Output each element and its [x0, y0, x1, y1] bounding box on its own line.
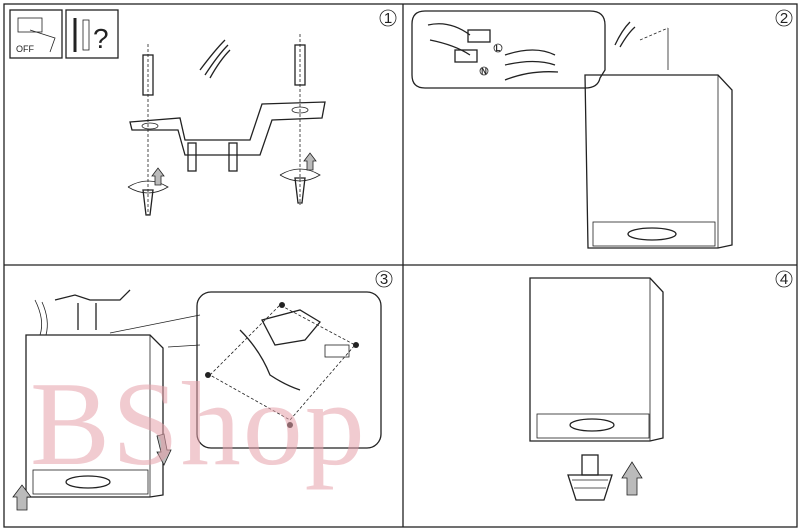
up-arrow-icon — [303, 152, 317, 171]
up-arrow-icon — [621, 461, 643, 496]
svg-text:L: L — [496, 44, 501, 53]
svg-text:OFF: OFF — [16, 44, 34, 54]
watermark: BShop — [30, 357, 367, 490]
svg-text:N: N — [481, 67, 487, 76]
gu10-bulb-icon — [567, 454, 613, 501]
tools-required-icon: ? — [65, 9, 119, 59]
svg-text:?: ? — [93, 23, 109, 54]
up-arrow-icon — [151, 167, 165, 186]
power-off-icon: OFF — [9, 9, 63, 59]
svg-text:4: 4 — [780, 271, 788, 288]
wire-icon — [614, 21, 636, 48]
step-2-badge: 2 — [775, 9, 793, 27]
svg-text:3: 3 — [380, 271, 388, 288]
step-3-badge: 3 — [375, 270, 393, 288]
wall-plug-screw-left — [127, 44, 169, 216]
svg-text:1: 1 — [384, 10, 392, 27]
svg-text:2: 2 — [780, 10, 788, 27]
up-arrow-icon — [12, 484, 32, 511]
wire-icon — [199, 39, 231, 79]
wiring-callout: L N — [411, 10, 606, 89]
lamp-housing — [529, 277, 664, 442]
wall-plug-screw-right — [279, 34, 321, 205]
step-4-badge: 4 — [775, 270, 793, 288]
bracket-with-wires — [34, 289, 131, 336]
down-arrow-icon — [156, 433, 172, 466]
step-1-badge: 1 — [379, 9, 397, 27]
detail-callout — [196, 291, 382, 449]
lamp-housing — [584, 74, 733, 249]
mounting-bracket — [129, 101, 326, 172]
